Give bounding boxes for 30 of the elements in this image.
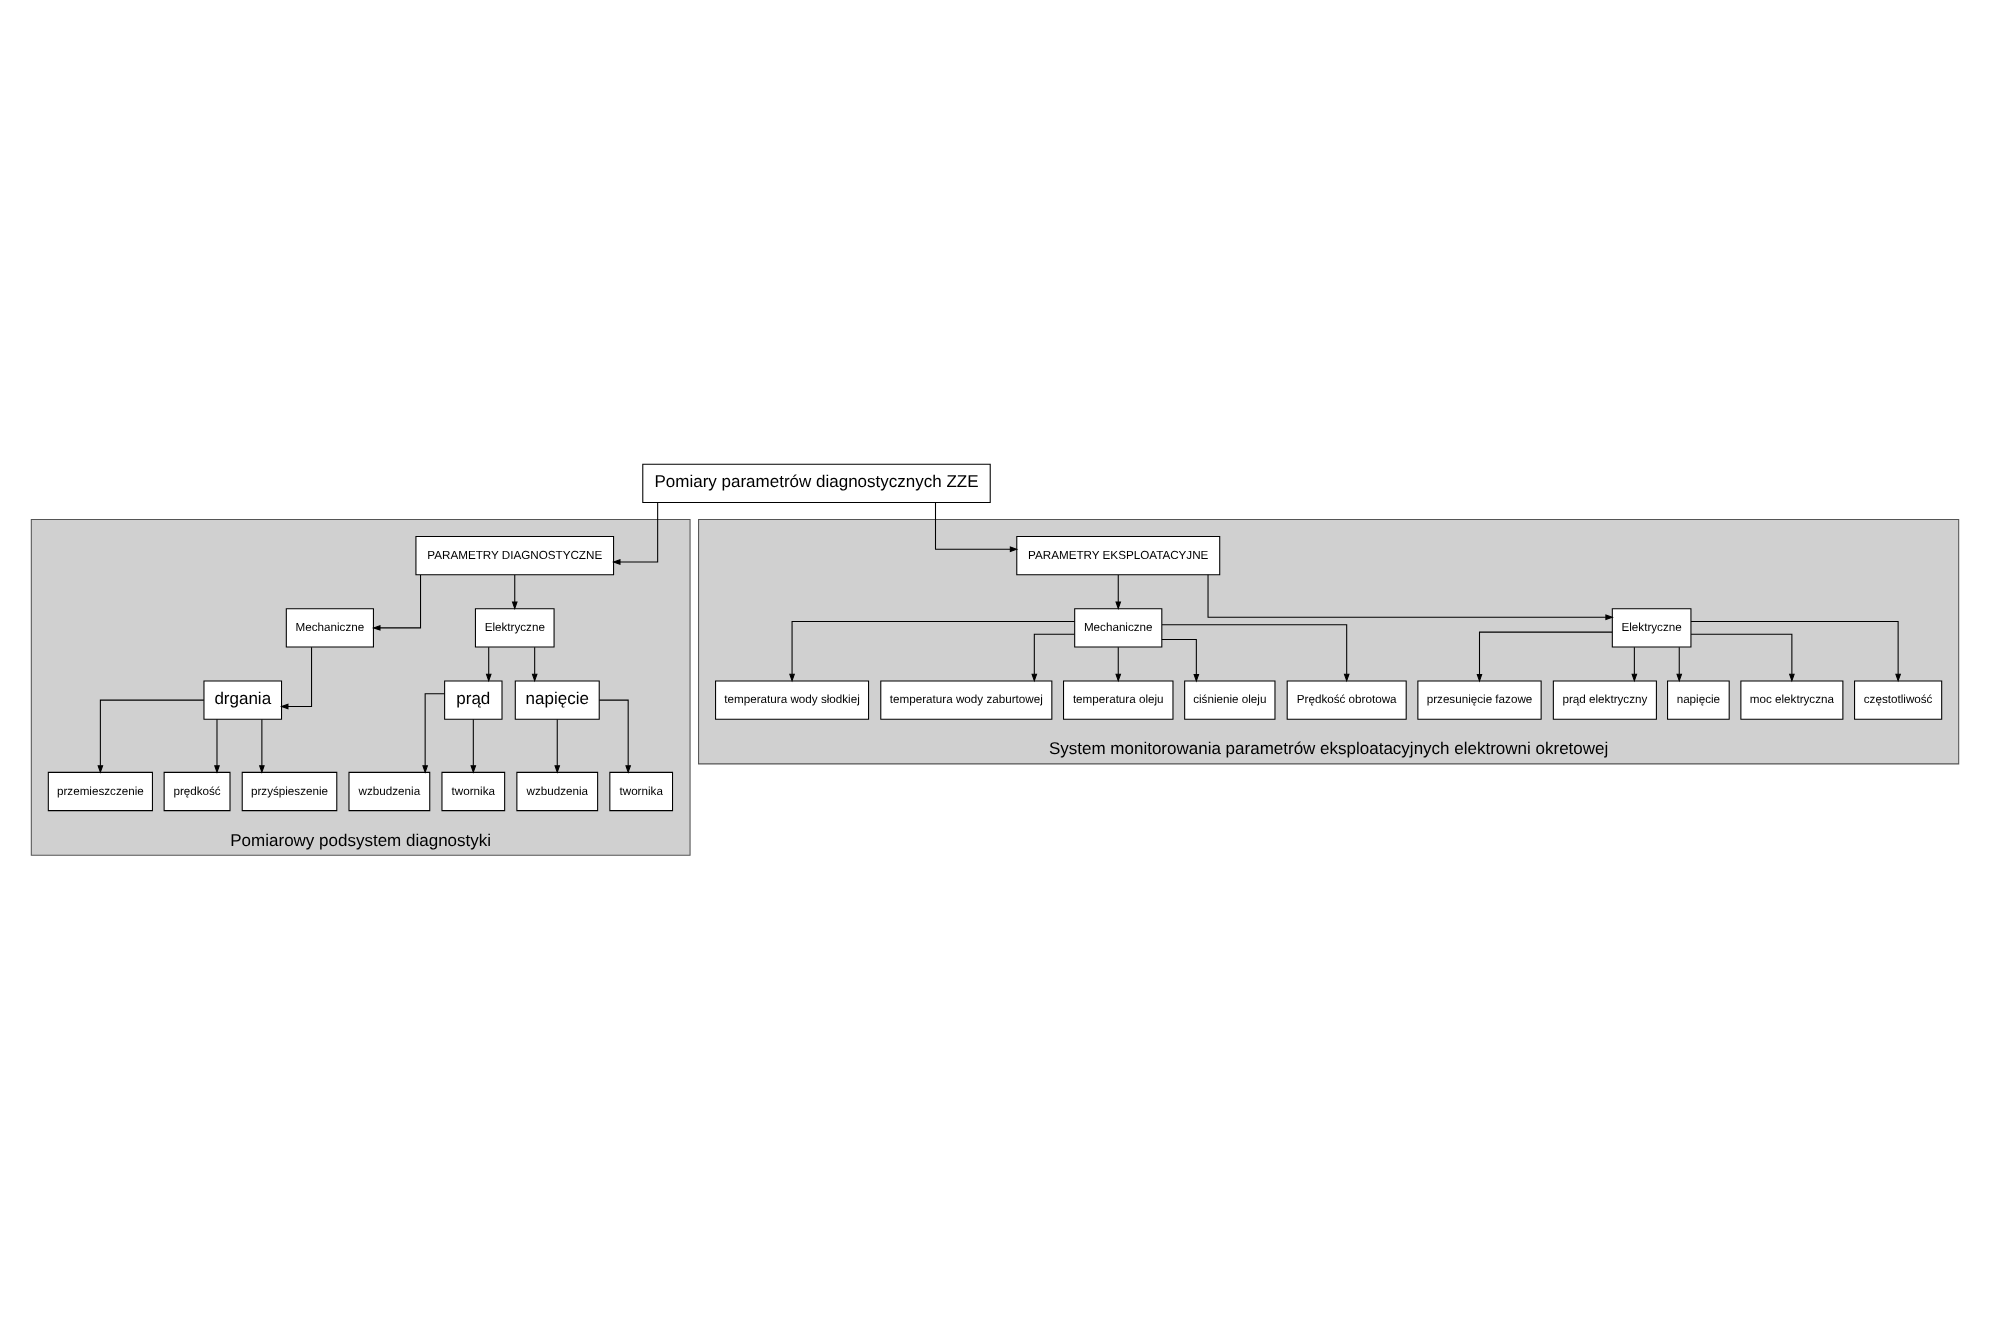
arrow bbox=[1207, 574, 1614, 621]
arrow bbox=[1161, 624, 1350, 683]
node-box: Pomiary parametrów diagnostycznych ZZE bbox=[642, 463, 991, 504]
arrow bbox=[1161, 639, 1200, 683]
arrow bbox=[1476, 631, 1613, 683]
node-box: napięcie bbox=[514, 680, 600, 720]
arrow bbox=[1115, 646, 1122, 683]
arrow bbox=[1115, 574, 1122, 611]
arrow bbox=[1690, 633, 1795, 683]
arrow bbox=[1631, 646, 1638, 683]
arrow bbox=[372, 574, 422, 631]
arrow bbox=[612, 502, 659, 565]
arrow bbox=[485, 646, 492, 683]
node-box: prąd bbox=[444, 680, 503, 720]
arrow bbox=[511, 574, 518, 611]
arrow bbox=[789, 620, 1076, 683]
arrow bbox=[934, 502, 1019, 553]
node-box: drgania bbox=[203, 680, 283, 720]
arrow bbox=[531, 646, 538, 683]
arrow bbox=[554, 719, 561, 774]
arrow bbox=[214, 719, 220, 774]
arrow bbox=[1690, 620, 1902, 683]
arrow bbox=[279, 646, 313, 710]
arrow bbox=[1676, 646, 1683, 683]
arrow bbox=[422, 693, 445, 774]
arrow bbox=[1031, 633, 1075, 683]
arrow bbox=[97, 699, 205, 774]
arrow bbox=[258, 719, 265, 774]
arrow bbox=[598, 699, 632, 774]
arrow bbox=[470, 719, 477, 774]
